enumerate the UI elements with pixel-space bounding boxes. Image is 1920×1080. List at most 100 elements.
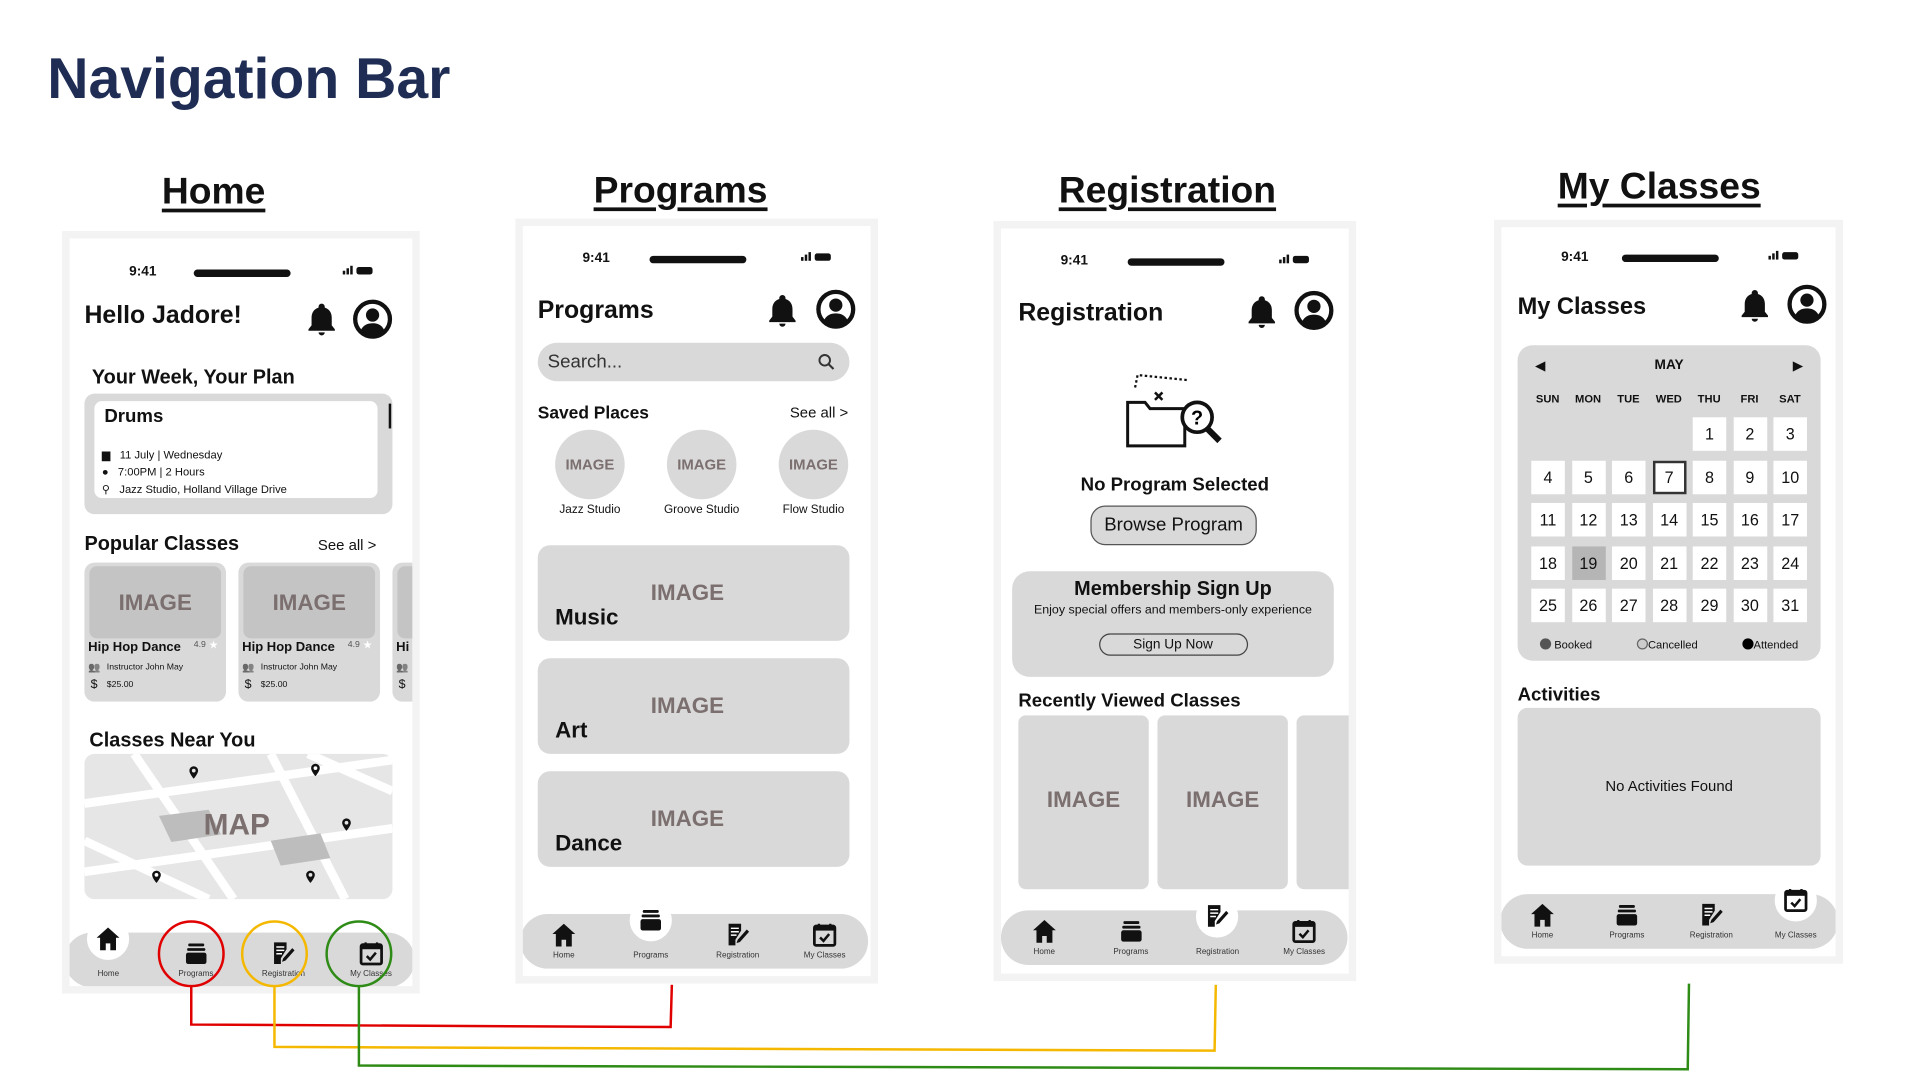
nav-item-programs[interactable]: Programs	[152, 933, 240, 986]
week-title: Your Week, Your Plan	[91, 367, 295, 389]
dollar-icon: $	[244, 678, 252, 692]
programs-highlight-circle	[157, 920, 225, 988]
nav-item-registration[interactable]: Registration	[240, 933, 328, 986]
see-all-link[interactable]: See all >	[789, 403, 849, 422]
calendar-day[interactable]: 27	[1611, 588, 1646, 623]
calendar-day[interactable]: 13	[1611, 502, 1646, 537]
calendar-day[interactable]: 18	[1531, 545, 1565, 580]
calendar-day[interactable]: 22	[1692, 545, 1727, 580]
plan-card[interactable]: Drums ▆ 11 July | Wednesday ● 7:00PM | 2…	[94, 401, 378, 499]
saved-place-image[interactable]: IMAGE	[555, 429, 625, 500]
search-placeholder: Search...	[547, 351, 623, 373]
calendar-day[interactable]: 2	[1733, 417, 1767, 451]
calendar-day[interactable]: 6	[1611, 460, 1646, 494]
calendar-day[interactable]: 5	[1571, 460, 1606, 494]
nav-item-programs[interactable]: Programs	[607, 899, 694, 969]
calendar-day[interactable]: 26	[1571, 588, 1606, 623]
dynamic-island	[193, 269, 291, 277]
weekday-label: WED	[1655, 392, 1682, 405]
instructor-icon: 👥	[88, 661, 101, 674]
sign-up-now-button[interactable]: Sign Up Now	[1098, 633, 1248, 656]
weekday-label: SUN	[1535, 392, 1560, 405]
saved-place-image[interactable]: IMAGE	[666, 429, 737, 500]
calendar-legend: Booked Cancelled Attended	[1518, 638, 1821, 651]
active-indicator	[1774, 879, 1817, 922]
scrollbar[interactable]	[388, 403, 392, 429]
plan-container: Drums ▆ 11 July | Wednesday ● 7:00PM | 2…	[84, 393, 393, 515]
calendar-day[interactable]: 17	[1773, 502, 1807, 537]
calendar-day[interactable]: 14	[1652, 502, 1686, 537]
map[interactable]: MAP	[84, 753, 393, 900]
popular-title: Popular Classes	[84, 534, 240, 556]
class-rating: 4.9	[347, 640, 360, 650]
calendar-day[interactable]: 19	[1571, 545, 1606, 580]
browse-program-button[interactable]: Browse Program	[1090, 505, 1257, 546]
calendar-day[interactable]: 23	[1733, 545, 1767, 580]
calendar-day[interactable]: 30	[1733, 588, 1767, 623]
calendar-day[interactable]: 20	[1611, 545, 1646, 580]
recent-class-card[interactable]: IMAGE	[1157, 715, 1288, 890]
calendar-day[interactable]: 12	[1571, 502, 1606, 537]
recent-class-card[interactable]	[1296, 715, 1349, 890]
calendar-day[interactable]: 29	[1692, 588, 1727, 623]
calendar-day[interactable]: 21	[1652, 545, 1686, 580]
search-input[interactable]: Search...	[537, 342, 850, 382]
next-month-button[interactable]: ▶	[1792, 358, 1804, 374]
nav-label: Home	[1531, 931, 1554, 941]
nav-label: Programs	[1609, 931, 1645, 941]
class-instructor: Instructor John May	[260, 663, 338, 672]
nav-item-programs[interactable]: Programs	[1088, 910, 1175, 965]
folder-search-icon: ?	[1126, 373, 1222, 448]
calendar-day[interactable]: 3	[1773, 417, 1807, 451]
status-time: 9:41	[582, 250, 610, 266]
nav-label: Programs	[1113, 947, 1149, 957]
calendar-month: MAY	[1654, 357, 1684, 373]
nav-item-registration[interactable]: Registration	[694, 914, 781, 969]
nav-label: Registration	[261, 969, 306, 979]
see-all-link[interactable]: See all >	[317, 536, 377, 554]
nav-label: Programs	[633, 951, 669, 960]
class-price: $25.00	[260, 680, 288, 690]
nav-item-registration[interactable]: Registration	[1174, 895, 1261, 965]
calendar-day[interactable]: 8	[1692, 460, 1727, 494]
calendar-day[interactable]: 31	[1773, 588, 1807, 623]
nav-item-my-classes[interactable]: My Classes	[781, 914, 868, 969]
recent-class-card[interactable]: IMAGE	[1018, 715, 1149, 890]
calendar-day[interactable]: 4	[1531, 460, 1565, 494]
nav-item-my-classes[interactable]: My Classes	[327, 933, 412, 986]
calendar-day[interactable]: 9	[1733, 460, 1767, 494]
nav-label: Registration	[1195, 947, 1240, 957]
nav-item-programs[interactable]: Programs	[1585, 894, 1669, 949]
calendar-day[interactable]: 16	[1733, 502, 1767, 537]
calendar-day[interactable]: 25	[1531, 588, 1565, 623]
nav-item-my-classes[interactable]: My Classes	[1754, 879, 1836, 949]
image-placeholder: IMAGE	[650, 579, 725, 605]
class-name: Hi	[396, 639, 410, 655]
nav-item-home[interactable]: Home	[70, 917, 153, 986]
nav-item-home[interactable]: Home	[1001, 910, 1088, 965]
calendar-day[interactable]: 28	[1652, 588, 1686, 623]
status-time: 9:41	[129, 264, 157, 280]
nav-label: Home	[553, 951, 575, 960]
nav-item-registration[interactable]: Registration	[1669, 894, 1753, 949]
calendar-icon: ▆	[101, 448, 111, 461]
saved-place-image[interactable]: IMAGE	[778, 429, 849, 500]
nav-item-my-classes[interactable]: My Classes	[1261, 910, 1348, 965]
prev-month-button[interactable]: ◀	[1534, 358, 1546, 374]
section-heading-home: Home	[161, 171, 266, 213]
calendar-day[interactable]: 10	[1773, 460, 1807, 494]
status-bar: 9:41	[1501, 250, 1835, 267]
calendar-day[interactable]: 24	[1773, 545, 1807, 580]
nav-item-home[interactable]: Home	[1500, 894, 1584, 949]
calendar-day[interactable]: 15	[1692, 502, 1727, 537]
calendar-day[interactable]: 7	[1652, 460, 1686, 494]
class-card[interactable]: Hi👥$	[392, 562, 413, 702]
calendar-day[interactable]: 1	[1692, 417, 1727, 451]
nav-item-home[interactable]: Home	[520, 914, 607, 969]
calendar-day[interactable]: 11	[1531, 502, 1565, 537]
